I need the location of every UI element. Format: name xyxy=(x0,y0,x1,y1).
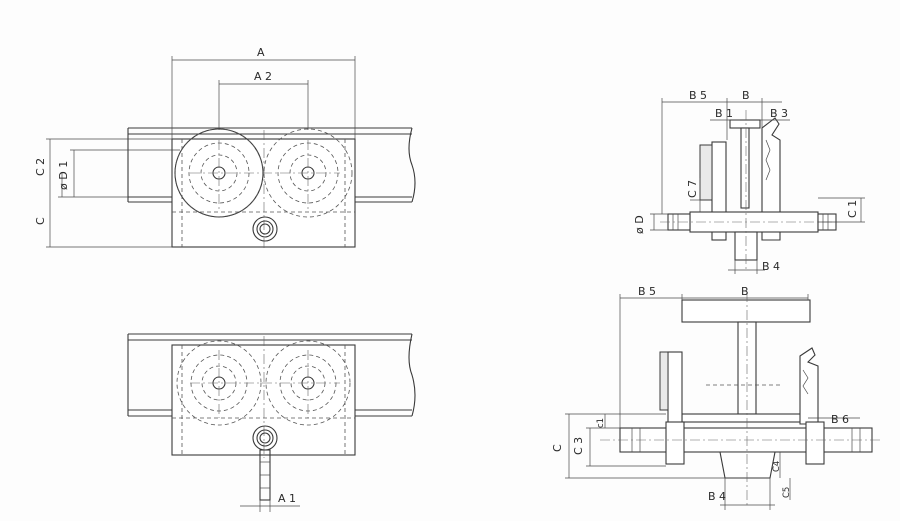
view-top-right: B 5 B B 1 B 3 C 7 ø D C 1 B 4 xyxy=(633,89,865,274)
dim-label-b-top: B xyxy=(742,89,750,102)
dim-label-b5-top: B 5 xyxy=(689,89,707,102)
dim-label-c7: C 7 xyxy=(686,180,699,198)
dim-label-a: A xyxy=(257,46,265,59)
dim-label-b1: B 1 xyxy=(715,107,733,120)
view-bottom-left: A 1 xyxy=(127,333,416,512)
dim-label-a1: A 1 xyxy=(278,492,296,505)
dim-label-b3: B 3 xyxy=(770,107,788,120)
dim-label-c: C xyxy=(34,217,47,225)
dim-label-b-bottom: B xyxy=(741,285,749,298)
dim-label-c1-bottom: c1 xyxy=(596,418,606,428)
dim-label-c-bottom: C xyxy=(551,444,564,452)
dim-label-b4-bottom: B 4 xyxy=(708,490,726,503)
view-top-left: A A 2 C 2 ø D 1 C xyxy=(34,46,416,250)
view-bottom-right: B 5 B B 6 C C 3 c1 C4 C5 B 4 xyxy=(551,285,880,510)
dim-label-c5: C5 xyxy=(782,487,792,498)
dim-label-c3: C 3 xyxy=(572,437,585,455)
dim-label-b4-top: B 4 xyxy=(762,260,780,273)
dim-label-d1: ø D 1 xyxy=(57,161,70,190)
dim-label-c1-top: C 1 xyxy=(846,200,859,218)
dim-label-c2: C 2 xyxy=(34,158,47,176)
dim-label-b5-bottom: B 5 xyxy=(638,285,656,298)
dim-label-c4: C4 xyxy=(772,461,782,472)
dim-label-d: ø D xyxy=(633,215,646,234)
dim-label-b6: B 6 xyxy=(831,413,849,426)
dim-label-a2: A 2 xyxy=(254,70,272,83)
